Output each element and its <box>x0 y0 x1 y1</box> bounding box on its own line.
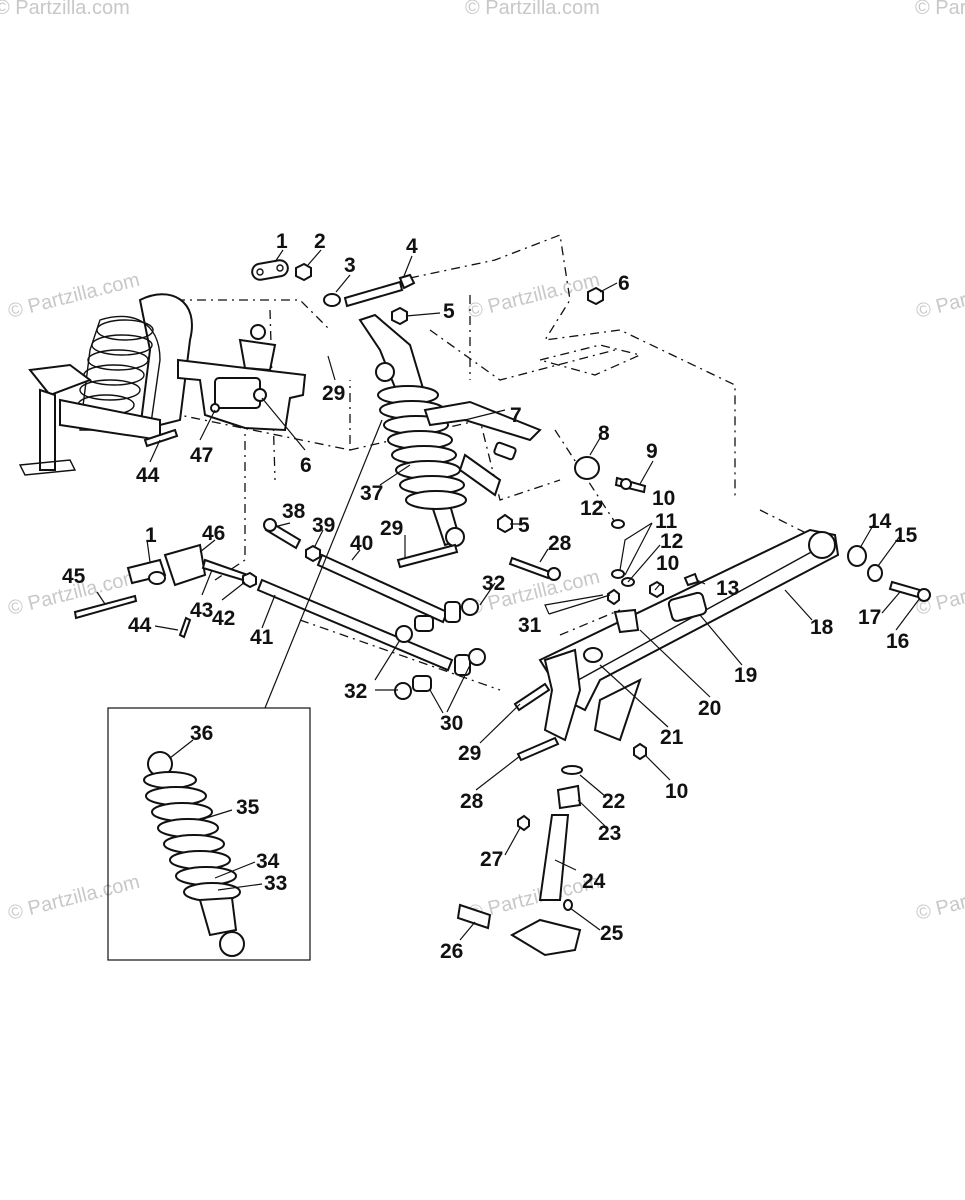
callout-34: 34 <box>256 850 280 873</box>
callout-31: 31 <box>518 614 542 637</box>
left-hardware <box>73 428 321 639</box>
callout-12: 12 <box>660 530 683 553</box>
callout-10: 10 <box>652 487 675 510</box>
watermark-layer: © Partzilla.com © Partzilla.com © Partzi… <box>0 0 965 925</box>
callout-26: 26 <box>440 940 463 963</box>
watermark: © Partzilla.com <box>914 871 965 925</box>
callout-44: 44 <box>136 464 160 487</box>
callout-46: 46 <box>202 522 225 545</box>
left-suspension-assembly <box>18 293 193 476</box>
callout-37: 37 <box>360 482 383 505</box>
trailing-arm <box>538 528 840 742</box>
main-shock-absorber <box>358 313 467 547</box>
callout-22: 22 <box>602 790 625 813</box>
callout-11: 11 <box>655 510 678 533</box>
shock-inset <box>107 419 383 961</box>
callout-33: 33 <box>264 872 287 895</box>
top-hardware <box>251 259 604 326</box>
callout-19: 19 <box>734 664 757 687</box>
tie-rods <box>256 553 471 676</box>
callout-1: 1 <box>145 524 157 547</box>
callout-39: 39 <box>312 514 335 537</box>
leader-lines <box>96 249 921 941</box>
watermark: © Partzilla.com <box>6 871 142 925</box>
callout-47: 47 <box>190 444 213 467</box>
watermark: © Partzilla.com <box>465 0 600 19</box>
watermark: © Partzilla.com <box>6 269 142 323</box>
callout-21: 21 <box>660 726 684 749</box>
upper-arm <box>423 400 542 497</box>
callout-42: 42 <box>212 607 235 630</box>
callout-6: 6 <box>300 454 312 477</box>
bushings <box>394 598 486 700</box>
watermark: © Partzilla.com <box>915 0 965 19</box>
upper-pivot-hardware <box>574 456 647 494</box>
callout-3: 3 <box>344 254 356 277</box>
callout-16: 16 <box>886 630 909 653</box>
callout-5: 5 <box>518 514 530 537</box>
callout-2: 2 <box>314 230 326 253</box>
callout-14: 14 <box>868 510 892 533</box>
callout-4: 4 <box>406 235 418 258</box>
callout-41: 41 <box>250 626 274 649</box>
callout-27: 27 <box>480 848 503 871</box>
callout-30: 30 <box>440 712 463 735</box>
callout-38: 38 <box>282 500 306 523</box>
callout-1: 1 <box>276 230 288 253</box>
callout-10: 10 <box>656 552 679 575</box>
callout-labels: 1 2 3 4 5 6 29 7 8 9 47 6 44 37 10 12 38… <box>62 230 918 963</box>
callout-20: 20 <box>698 697 721 720</box>
callout-24: 24 <box>582 870 606 893</box>
callout-17: 17 <box>858 606 881 629</box>
callout-12: 12 <box>580 497 603 520</box>
callout-43: 43 <box>190 599 213 622</box>
callout-13: 13 <box>716 577 739 600</box>
callout-45: 45 <box>62 565 86 588</box>
callout-28: 28 <box>548 532 572 555</box>
callout-5: 5 <box>443 300 455 323</box>
callout-9: 9 <box>646 440 658 463</box>
callout-10: 10 <box>665 780 688 803</box>
callout-8: 8 <box>598 422 610 445</box>
callout-32: 32 <box>344 680 367 703</box>
mounting-bracket <box>177 324 307 432</box>
spindle-assembly <box>456 765 583 957</box>
callout-18: 18 <box>810 616 834 639</box>
callout-29: 29 <box>458 742 481 765</box>
callout-23: 23 <box>598 822 621 845</box>
watermark: © Partzilla.com <box>914 269 965 323</box>
callout-6: 6 <box>618 272 630 295</box>
callout-32: 32 <box>482 572 505 595</box>
callout-25: 25 <box>600 922 624 945</box>
callout-36: 36 <box>190 722 213 745</box>
callout-44: 44 <box>128 614 152 637</box>
center-hardware <box>396 513 931 832</box>
callout-15: 15 <box>894 524 918 547</box>
callout-29: 29 <box>322 382 345 405</box>
watermark: © Partzilla.com <box>0 0 130 19</box>
watermark: © Partzilla.com <box>466 269 602 323</box>
callout-29: 29 <box>380 517 403 540</box>
callout-40: 40 <box>350 532 373 555</box>
callout-7: 7 <box>510 404 522 427</box>
callout-35: 35 <box>236 796 260 819</box>
callout-28: 28 <box>460 790 484 813</box>
